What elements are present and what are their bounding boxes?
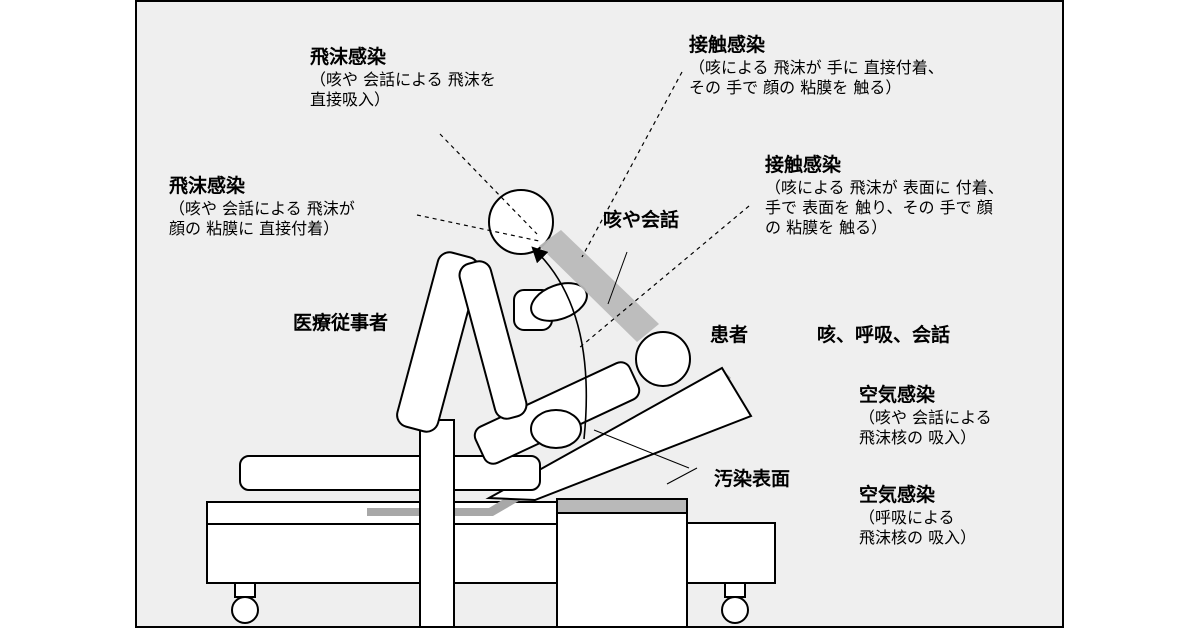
- patient-legs: [239, 455, 541, 491]
- droplet-title: 飛沫感染: [310, 46, 387, 68]
- airborne-title: 空気感染: [859, 384, 936, 406]
- droplet-label-top: 飛沫感染 （咳や 会話による 飛沫を 直接吸入）: [310, 46, 496, 110]
- cough-spray: [539, 230, 659, 342]
- airborne-desc-2: 飛沫核の 吸入）: [859, 427, 977, 447]
- bed-backrest: [485, 366, 753, 502]
- contact-desc-2: 手で 表面を 触り、その 手で 顔: [765, 197, 993, 217]
- bed-wheel-left: [231, 596, 259, 624]
- droplet-title: 飛沫感染: [169, 175, 246, 197]
- route-dashed-lines: [416, 71, 750, 349]
- worker-torso: [396, 251, 480, 433]
- worker-arm: [458, 260, 528, 420]
- contact-title: 接触感染: [765, 154, 842, 176]
- droplet-desc-1: （咳や 会話による 飛沫が: [169, 198, 355, 218]
- pointer-lines: [593, 251, 698, 485]
- patient-head: [635, 331, 691, 387]
- airborne-label-2: 空気感染 （呼吸による 飛沫核の 吸入）: [859, 484, 976, 548]
- contact-label-top: 接触感染 （咳による 飛沫が 手に 直接付着、 その 手で 顔の 粘膜を 触る）: [689, 34, 944, 98]
- droplet-desc-1: （咳や 会話による 飛沫を: [310, 69, 496, 89]
- airborne-label-1: 空気感染 （咳や 会話による 飛沫核の 吸入）: [859, 384, 992, 448]
- worker-leg: [419, 419, 455, 626]
- patient-label: 患者: [710, 324, 749, 346]
- contact-desc-3: の 粘膜を 触る）: [765, 217, 888, 237]
- airborne-title: 空気感染: [859, 484, 936, 506]
- droplet-label-left: 飛沫感染 （咳や 会話による 飛沫が 顔の 粘膜に 直接付着）: [169, 175, 355, 239]
- contaminated-surface-label: 汚染表面: [714, 468, 791, 490]
- cough-talk-label: 咳や会話: [603, 209, 680, 231]
- contact-desc-1: （咳による 飛沫が 表面に 付着、: [765, 177, 1004, 197]
- bed-frame: [206, 522, 776, 584]
- infection-route-illustration: [206, 71, 776, 626]
- droplet-desc-2: 直接吸入）: [310, 89, 391, 109]
- contact-desc-2: その 手で 顔の 粘膜を 触る）: [689, 77, 902, 97]
- airborne-desc-1: （呼吸による: [859, 507, 955, 527]
- contact-title: 接触感染: [689, 34, 766, 56]
- patient-actions-label: 咳、呼吸、会話: [817, 324, 951, 346]
- airborne-desc-2: 飛沫核の 吸入）: [859, 527, 977, 547]
- airflow-arrow: [531, 246, 588, 440]
- bedside-table: [556, 498, 688, 626]
- airborne-desc-1: （咳や 会話による: [859, 407, 992, 427]
- worker-head: [488, 189, 554, 255]
- diagram-frame: 飛沫感染 （咳や 会話による 飛沫を 直接吸入） 飛沫感染 （咳や 会話による …: [135, 0, 1064, 628]
- droplet-desc-2: 顔の 粘膜に 直接付着）: [169, 218, 340, 238]
- bed-wheel-right: [721, 596, 749, 624]
- healthcare-worker-label: 医療従事者: [293, 312, 389, 334]
- contact-label-mid: 接触感染 （咳による 飛沫が 表面に 付着、 手で 表面を 触り、その 手で 顔…: [765, 154, 1004, 238]
- contact-desc-1: （咳による 飛沫が 手に 直接付着、: [689, 57, 944, 77]
